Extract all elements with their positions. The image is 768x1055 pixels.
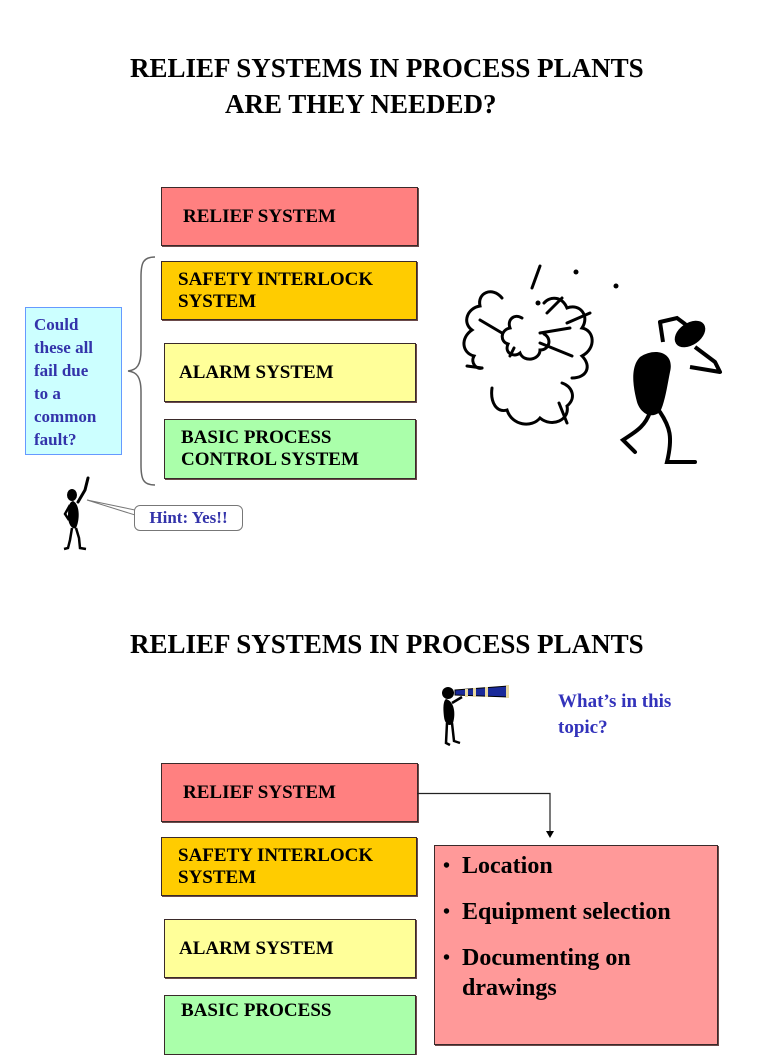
- topic-item: • Location: [443, 851, 711, 881]
- cowering-stick-figure-icon: [619, 315, 722, 464]
- basic-process-control-box-2: BASIC PROCESS: [164, 995, 416, 1055]
- safety-interlock-label-line1: SAFETY INTERLOCK: [178, 844, 374, 866]
- curly-brace-icon: [127, 256, 156, 486]
- explosion-cloud-icon: [462, 264, 619, 426]
- relief-system-box: RELIEF SYSTEM: [161, 187, 418, 246]
- slide1-title-line2: ARE THEY NEEDED?: [225, 89, 497, 119]
- relief-system-box-2: RELIEF SYSTEM: [161, 763, 418, 822]
- topic-text: Documenting on drawings: [462, 945, 631, 1001]
- topic-text: Equipment selection: [462, 899, 671, 925]
- question-line: Could: [34, 315, 79, 334]
- common-fault-question-box: Could these all fail due to a common fau…: [25, 307, 122, 455]
- safety-interlock-label-line2: SYSTEM: [178, 866, 257, 888]
- topics-list: • Location • Equipment selection • Document…: [443, 851, 711, 1003]
- basic-process-control-box: BASIC PROCESS CONTROL SYSTEM: [164, 419, 416, 479]
- question-line: fail due: [34, 361, 89, 380]
- topic-question-line2: topic?: [558, 717, 608, 738]
- question-line: these all: [34, 338, 94, 357]
- bullet-icon: •: [443, 947, 451, 969]
- question-line: to a: [34, 384, 61, 403]
- safety-interlock-label-line1: SAFETY INTERLOCK: [178, 268, 374, 290]
- topic-question: What’s in this topic?: [558, 689, 671, 741]
- connector-arrow-icon: [417, 792, 554, 838]
- alarm-system-label: ALARM SYSTEM: [179, 361, 334, 383]
- hint-callout: Hint: Yes!!: [134, 505, 243, 531]
- alarm-system-label: ALARM SYSTEM: [179, 937, 334, 959]
- question-line: fault?: [34, 430, 77, 449]
- safety-interlock-box: SAFETY INTERLOCK SYSTEM: [161, 261, 417, 320]
- topic-item: • Equipment selection: [443, 897, 711, 927]
- telescope-stick-figure-icon: [442, 685, 509, 747]
- alarm-system-box: ALARM SYSTEM: [164, 343, 416, 402]
- speech-tail-icon: [86, 499, 136, 516]
- bullet-icon: •: [443, 855, 451, 877]
- slide1-title-line1: RELIEF SYSTEMS IN PROCESS PLANTS: [130, 53, 644, 83]
- topic-text: Location: [462, 853, 553, 879]
- bpcs-label-line1: BASIC PROCESS: [181, 427, 332, 448]
- topic-question-line1: What’s in this: [558, 691, 672, 712]
- pointing-stick-figure-icon: [63, 476, 90, 551]
- topic-item: • Documenting on drawings: [443, 943, 711, 1003]
- bullet-icon: •: [443, 901, 451, 923]
- safety-interlock-label-line2: SYSTEM: [178, 290, 257, 312]
- topics-box: • Location • Equipment selection • Document…: [434, 845, 718, 1045]
- safety-interlock-box-2: SAFETY INTERLOCK SYSTEM: [161, 837, 417, 896]
- relief-system-label: RELIEF SYSTEM: [183, 205, 336, 227]
- relief-system-label: RELIEF SYSTEM: [183, 781, 336, 803]
- alarm-system-box-2: ALARM SYSTEM: [164, 919, 416, 978]
- question-line: common: [34, 407, 97, 426]
- bpcs-label-line1: BASIC PROCESS: [181, 1000, 332, 1021]
- bpcs-label-line2: CONTROL SYSTEM: [181, 449, 359, 470]
- slide2-title: RELIEF SYSTEMS IN PROCESS PLANTS: [130, 629, 644, 659]
